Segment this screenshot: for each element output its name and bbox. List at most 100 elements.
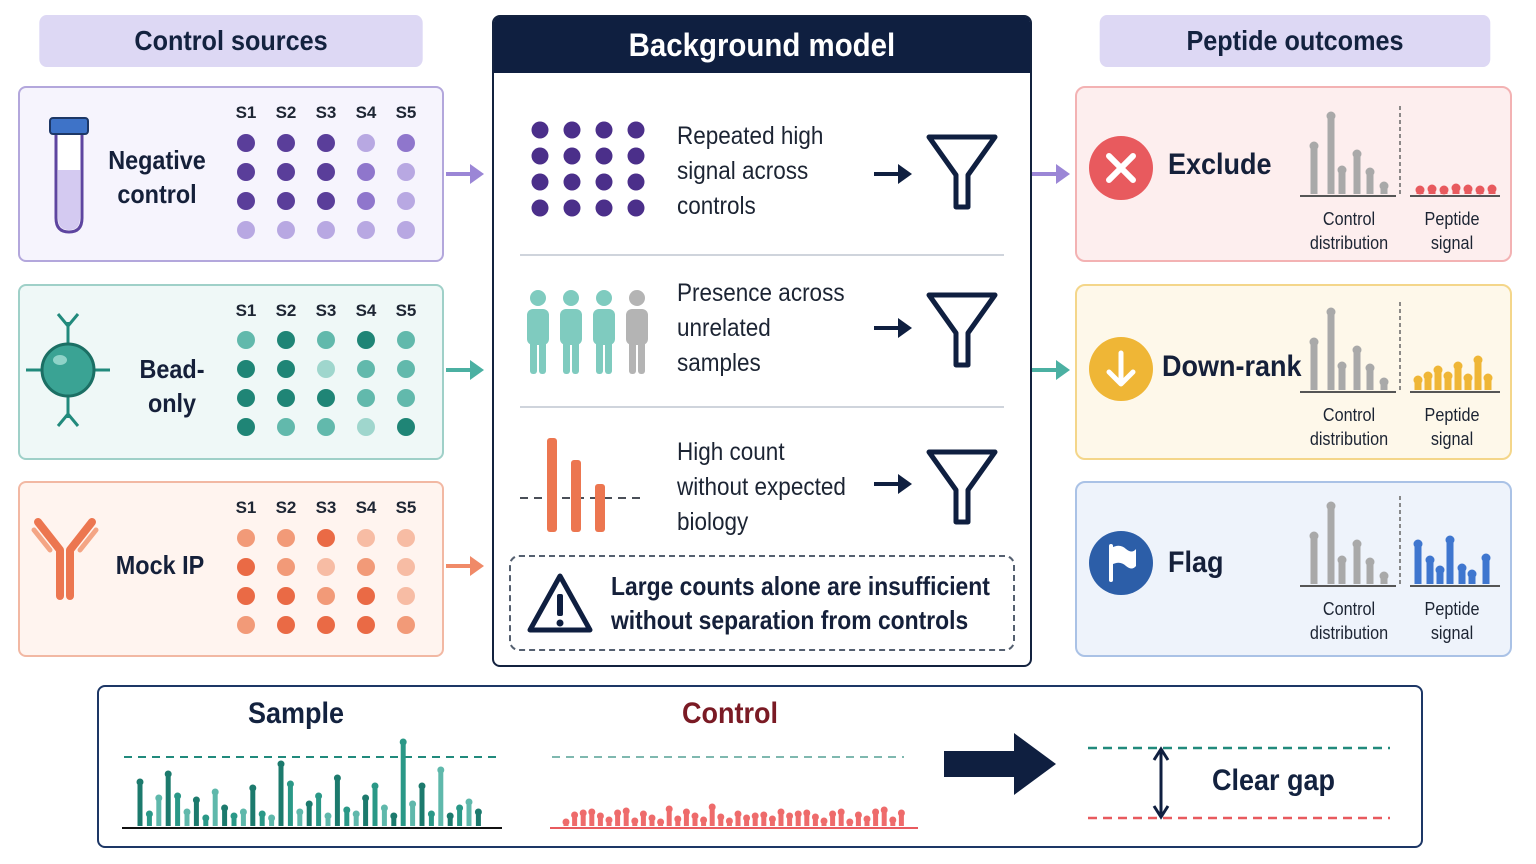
peptide-bar-cap bbox=[1451, 183, 1461, 193]
sample-bar bbox=[250, 788, 256, 826]
peptide-bar bbox=[1424, 376, 1432, 390]
warning-box bbox=[509, 555, 1015, 651]
x-icon bbox=[1089, 136, 1153, 200]
sample-bar bbox=[466, 802, 472, 826]
dot-grid-icon bbox=[531, 121, 645, 217]
criterion-3-line3: biology bbox=[677, 508, 749, 536]
grid-dot bbox=[563, 121, 581, 139]
peptide-bar-cap bbox=[1425, 555, 1435, 565]
person-figure bbox=[626, 290, 648, 374]
sample-bar bbox=[193, 800, 199, 826]
control-bar-cap bbox=[897, 809, 905, 817]
control-bar bbox=[709, 807, 715, 826]
control-bar-cap bbox=[872, 808, 880, 816]
control-bar-cap bbox=[1352, 345, 1362, 355]
sample-label: S4 bbox=[355, 103, 377, 122]
sample-bar-cap bbox=[399, 738, 407, 746]
control-bar bbox=[873, 812, 879, 826]
peptide-bar bbox=[1446, 540, 1454, 584]
control-bar-cap bbox=[1326, 307, 1336, 317]
person-figure bbox=[593, 290, 615, 374]
signal-dot bbox=[317, 331, 335, 349]
control-bar bbox=[1327, 506, 1335, 584]
sample-bar-cap bbox=[164, 770, 172, 778]
signal-dot bbox=[397, 558, 415, 576]
signal-dot bbox=[237, 221, 255, 239]
mock-ip-label-line1: Mock IP bbox=[115, 550, 205, 580]
control-bar-cap bbox=[682, 808, 690, 816]
control-bar bbox=[675, 819, 681, 826]
funnel-icon-3 bbox=[926, 449, 998, 525]
signal-dot bbox=[237, 529, 255, 547]
sample-bar-cap bbox=[324, 812, 332, 820]
sample-bar-cap bbox=[249, 784, 257, 792]
peptide-bar bbox=[1484, 378, 1492, 390]
control-bar bbox=[1366, 562, 1374, 584]
sample-bar-cap bbox=[258, 810, 266, 818]
peptide-bar-cap bbox=[1481, 553, 1491, 563]
sample-bar-cap bbox=[371, 782, 379, 790]
sample-bar bbox=[156, 798, 162, 826]
header-control-sources: Control sources bbox=[39, 15, 423, 67]
sample-bar bbox=[428, 814, 434, 826]
control-bar-cap bbox=[571, 811, 579, 819]
control-bar bbox=[855, 815, 861, 826]
separator-1 bbox=[520, 254, 1004, 256]
control-bar bbox=[589, 812, 595, 826]
peptide-bar-cap bbox=[1463, 184, 1473, 194]
peptide-bar-cap bbox=[1467, 569, 1477, 579]
peptide-bar-cap bbox=[1473, 355, 1483, 365]
sample-label: S3 bbox=[315, 103, 337, 122]
peptide-bar-cap bbox=[1453, 361, 1463, 371]
signal-dot bbox=[357, 221, 375, 239]
sample-bar bbox=[222, 808, 228, 826]
control-bar-cap bbox=[1379, 571, 1389, 581]
control-bar-cap bbox=[579, 809, 587, 817]
sample-bar bbox=[438, 770, 444, 826]
control-bar bbox=[692, 816, 698, 826]
grid-dot bbox=[595, 147, 613, 165]
sample-bar bbox=[306, 804, 312, 826]
peptide-bar bbox=[1434, 370, 1442, 390]
background-model-title: Background model bbox=[494, 17, 1030, 73]
sample-bar bbox=[457, 808, 463, 826]
flag-peptide-axis-line1: Peptide bbox=[1424, 599, 1480, 619]
signal-dot bbox=[277, 587, 295, 605]
peptide-bar-cap bbox=[1463, 373, 1473, 383]
sample-bar bbox=[410, 804, 416, 826]
grid-dot bbox=[563, 173, 581, 191]
signal-dot bbox=[317, 163, 335, 181]
control-bar-cap bbox=[665, 805, 673, 813]
sample-bar-cap bbox=[202, 814, 210, 822]
grid-dot bbox=[627, 121, 645, 139]
flag-control-axis-line2: distribution bbox=[1309, 623, 1389, 643]
control-bar-cap bbox=[1365, 363, 1375, 373]
control-bar bbox=[666, 809, 672, 826]
peptide-bar-cap bbox=[1443, 371, 1453, 381]
sample-bar-cap bbox=[230, 812, 238, 820]
control-bar bbox=[623, 811, 629, 826]
control-bar-cap bbox=[725, 817, 733, 825]
criterion-1-text: Repeated high signal across controls bbox=[677, 119, 857, 224]
downrank-mini-chart bbox=[1300, 302, 1500, 393]
signal-dot bbox=[237, 389, 255, 407]
sample-bar bbox=[372, 786, 378, 826]
control-bar-cap bbox=[1309, 337, 1319, 347]
control-bar bbox=[580, 813, 586, 826]
bars-threshold-icon bbox=[520, 438, 646, 532]
control-bar bbox=[752, 816, 758, 826]
signal-dot bbox=[357, 134, 375, 152]
signal-dot bbox=[277, 360, 295, 378]
control-bar bbox=[1366, 368, 1374, 390]
criterion-2-line3: samples bbox=[677, 349, 761, 377]
sample-bar-cap bbox=[315, 792, 323, 800]
control-bar-cap bbox=[786, 812, 794, 820]
arrow-model-to-exclude bbox=[1032, 164, 1070, 184]
sample-bar bbox=[297, 812, 303, 826]
control-title: Control bbox=[682, 697, 778, 730]
sample-bar bbox=[269, 818, 275, 826]
grid-dot bbox=[563, 199, 581, 217]
